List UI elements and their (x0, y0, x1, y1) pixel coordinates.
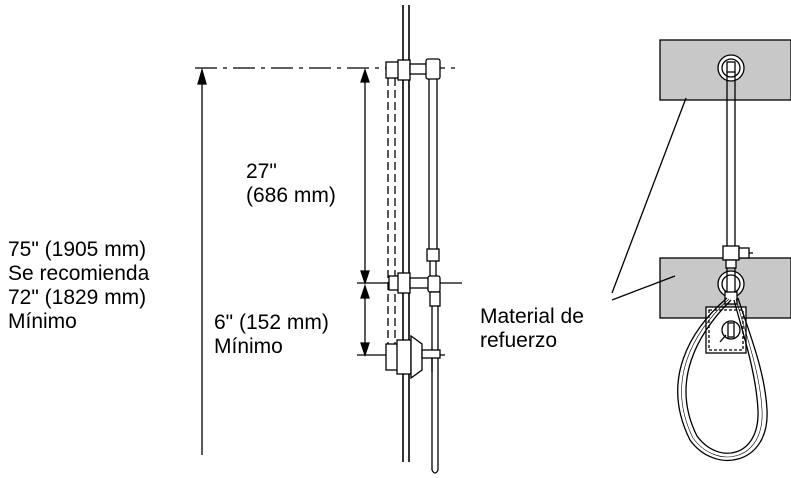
mid-fitting-wall (397, 272, 411, 294)
label-lower: 6" (152 mm) (214, 311, 329, 334)
upper-escutcheon-inner (721, 58, 741, 78)
riser-coupling (426, 248, 440, 262)
mid-elbow (409, 277, 431, 289)
label-reinforcement-1: Material de (480, 305, 584, 328)
hose-loop-middle (681, 298, 763, 458)
mid-nut (427, 275, 441, 293)
label-lower-minimum-word: Mínimo (214, 335, 283, 358)
diverter-tee (722, 245, 740, 261)
dimension-lines (195, 67, 462, 455)
upper-pipe-end (726, 61, 736, 73)
label-total-minimum: 72" (1829 mm) (8, 286, 147, 309)
valve-handle-bar (727, 322, 735, 338)
top-nut (425, 58, 441, 80)
front-view (659, 39, 791, 462)
top-fitting-wall (397, 59, 411, 81)
hose-loop-outer (677, 297, 768, 462)
label-reinforcement-2: refuerzo (480, 329, 558, 352)
label-upper-mm: (686 mm) (246, 184, 336, 207)
arrowhead-upper-bottom (360, 270, 370, 286)
label-recommended: Se recomienda (8, 262, 150, 285)
side-view (385, 5, 441, 474)
tee-side-outlet (738, 247, 750, 259)
valve-handle-stem (719, 334, 727, 343)
leader-to-lower-blocking (611, 275, 676, 301)
tee-lower (725, 259, 737, 269)
arrowhead-lower-bottom (360, 342, 370, 358)
label-total-minimum-word: Mínimo (8, 310, 77, 333)
leader-lines (611, 97, 687, 301)
valve-plate-inner (708, 309, 744, 351)
label-total-height: 75" (1905 mm) (8, 238, 147, 261)
arrowhead-lower-top (360, 283, 370, 299)
valve-trim (410, 334, 423, 380)
valve-wall-flange (396, 339, 412, 375)
label-upper-inches: 27" (246, 160, 277, 183)
hose-end (431, 469, 439, 474)
arrowhead-upper-top (360, 67, 370, 83)
leader-to-upper-blocking (611, 97, 687, 294)
valve-handle (421, 349, 441, 359)
hose-loop-inner (685, 299, 759, 454)
arrowhead-total-top (197, 67, 207, 85)
diverter-body (429, 291, 441, 307)
